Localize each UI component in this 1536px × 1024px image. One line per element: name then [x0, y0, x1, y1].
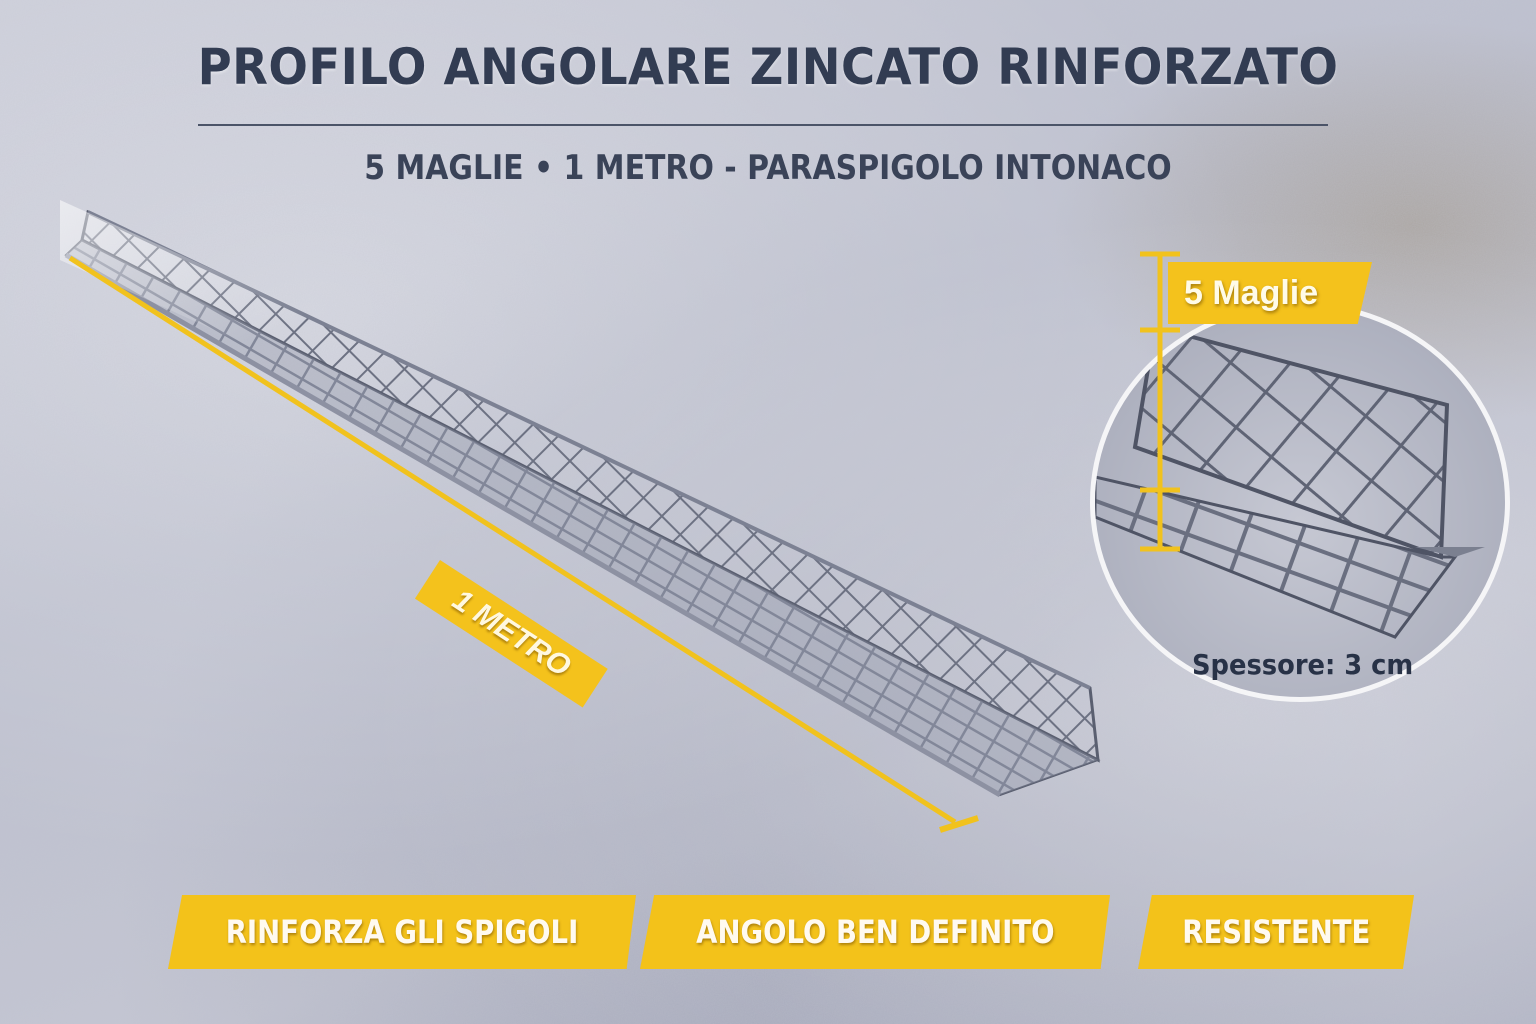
- feature-badges: RINFORZA GLI SPIGOLI ANGOLO BEN DEFINITO…: [0, 895, 1536, 970]
- thickness-label: Spessore: 3 cm: [1192, 648, 1414, 681]
- title-divider: [198, 124, 1328, 126]
- feature-badge-reinforce: RINFORZA GLI SPIGOLI: [168, 895, 636, 969]
- length-measure-line: [68, 255, 957, 825]
- feature-badge-defined-angle: ANGOLO BEN DEFINITO: [640, 895, 1110, 969]
- mesh-count-label: 5 Maglie: [1168, 262, 1372, 324]
- feature-badge-resistant: RESISTENTE: [1138, 895, 1414, 969]
- page-title: PROFILO ANGOLARE ZINCATO RINFORZATO: [197, 38, 1339, 96]
- mesh-closeup-image: [1095, 324, 1485, 639]
- page-subtitle: 5 MAGLIE • 1 METRO - PARASPIGOLO INTONAC…: [364, 148, 1172, 188]
